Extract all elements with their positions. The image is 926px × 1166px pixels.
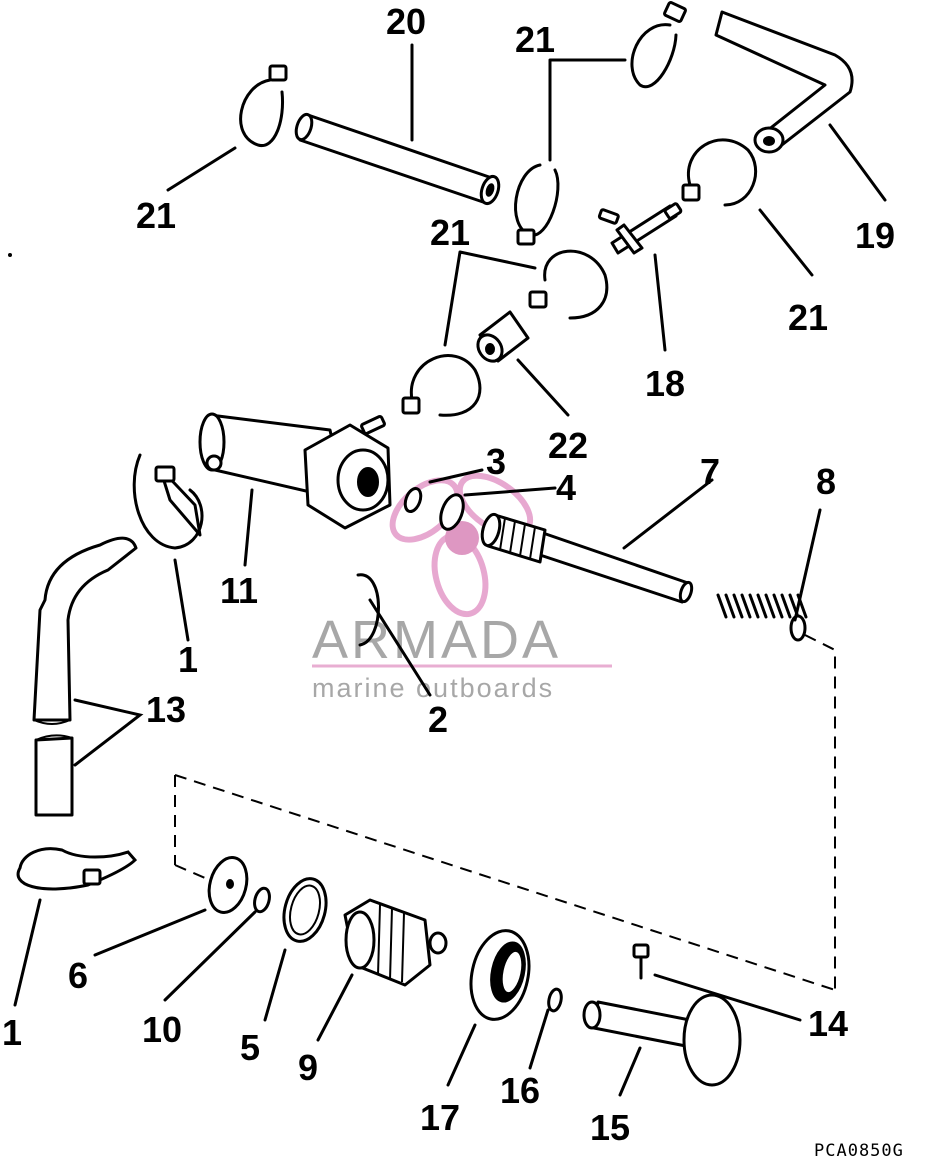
callout-1-lower: 1 [2, 1012, 22, 1053]
callout-3: 3 [486, 441, 506, 482]
part-13-hose [32, 536, 138, 817]
callout-6: 6 [68, 955, 88, 996]
part-7-plunger [480, 512, 694, 604]
part-10-o-ring [253, 886, 271, 914]
part-21-clamp-lower [401, 354, 482, 417]
callout-21-top: 21 [515, 19, 555, 60]
watermark-brand: ARMADA [312, 610, 561, 670]
part-19-bent-hose [714, 10, 854, 154]
callout-19: 19 [855, 215, 895, 256]
callout-13: 13 [146, 689, 186, 730]
callout-10: 10 [142, 1009, 182, 1050]
callout-15: 15 [590, 1107, 630, 1148]
part-4-o-ring [439, 493, 465, 531]
part-8-spring [716, 593, 808, 642]
part-21-clamp-top [630, 1, 687, 89]
watermark: ARMADA marine outboards [312, 472, 612, 703]
part-20-hose [294, 112, 501, 206]
part-2-retaining-clip [356, 573, 380, 647]
assembly-lines [174, 634, 836, 991]
part-1-clamp-lower [16, 847, 138, 891]
callout-4: 4 [556, 467, 576, 508]
callout-11: 11 [220, 570, 258, 611]
part-1-clamp-upper [132, 453, 204, 550]
callout-7: 7 [700, 451, 720, 492]
callout-16: 16 [500, 1070, 540, 1111]
part-21-clamp-center [528, 249, 609, 320]
part-11-housing [198, 412, 392, 530]
part-5-gasket [282, 877, 328, 943]
callout-14: 14 [808, 1003, 848, 1044]
callout-21-left: 21 [136, 195, 176, 236]
diagram-code: PCA0850G [814, 1141, 904, 1161]
callout-8: 8 [816, 461, 836, 502]
leader-lines [13, 43, 887, 1097]
watermark-tagline: marine outboards [312, 673, 554, 703]
part-17-seal [469, 929, 531, 1021]
part-14-screw [632, 943, 650, 980]
part-22-sleeve [476, 310, 530, 363]
callout-20: 20 [386, 1, 426, 42]
callout-5: 5 [240, 1027, 260, 1068]
part-18-tee-fitting [597, 202, 683, 255]
part-15-valve [582, 993, 742, 1087]
part-16-o-ring [547, 987, 563, 1013]
callout-17: 17 [420, 1097, 460, 1138]
callout-21-center: 21 [430, 212, 470, 253]
callout-9: 9 [298, 1047, 318, 1088]
part-9-fitting [343, 898, 448, 987]
part-21-clamp-right [681, 138, 758, 207]
part-21-clamp-left [239, 64, 288, 147]
callout-2: 2 [428, 699, 448, 740]
part-21-clamp-mid [514, 163, 560, 246]
callout-21-right: 21 [788, 297, 828, 338]
part-6-washer [207, 856, 249, 914]
callout-22: 22 [548, 425, 588, 466]
callout-18: 18 [645, 363, 685, 404]
callout-1-upper: 1 [178, 639, 198, 680]
part-3-o-ring [403, 486, 423, 514]
callout-labels: 20 21 21 21 21 19 18 22 3 4 7 8 11 1 13 … [2, 1, 895, 1148]
